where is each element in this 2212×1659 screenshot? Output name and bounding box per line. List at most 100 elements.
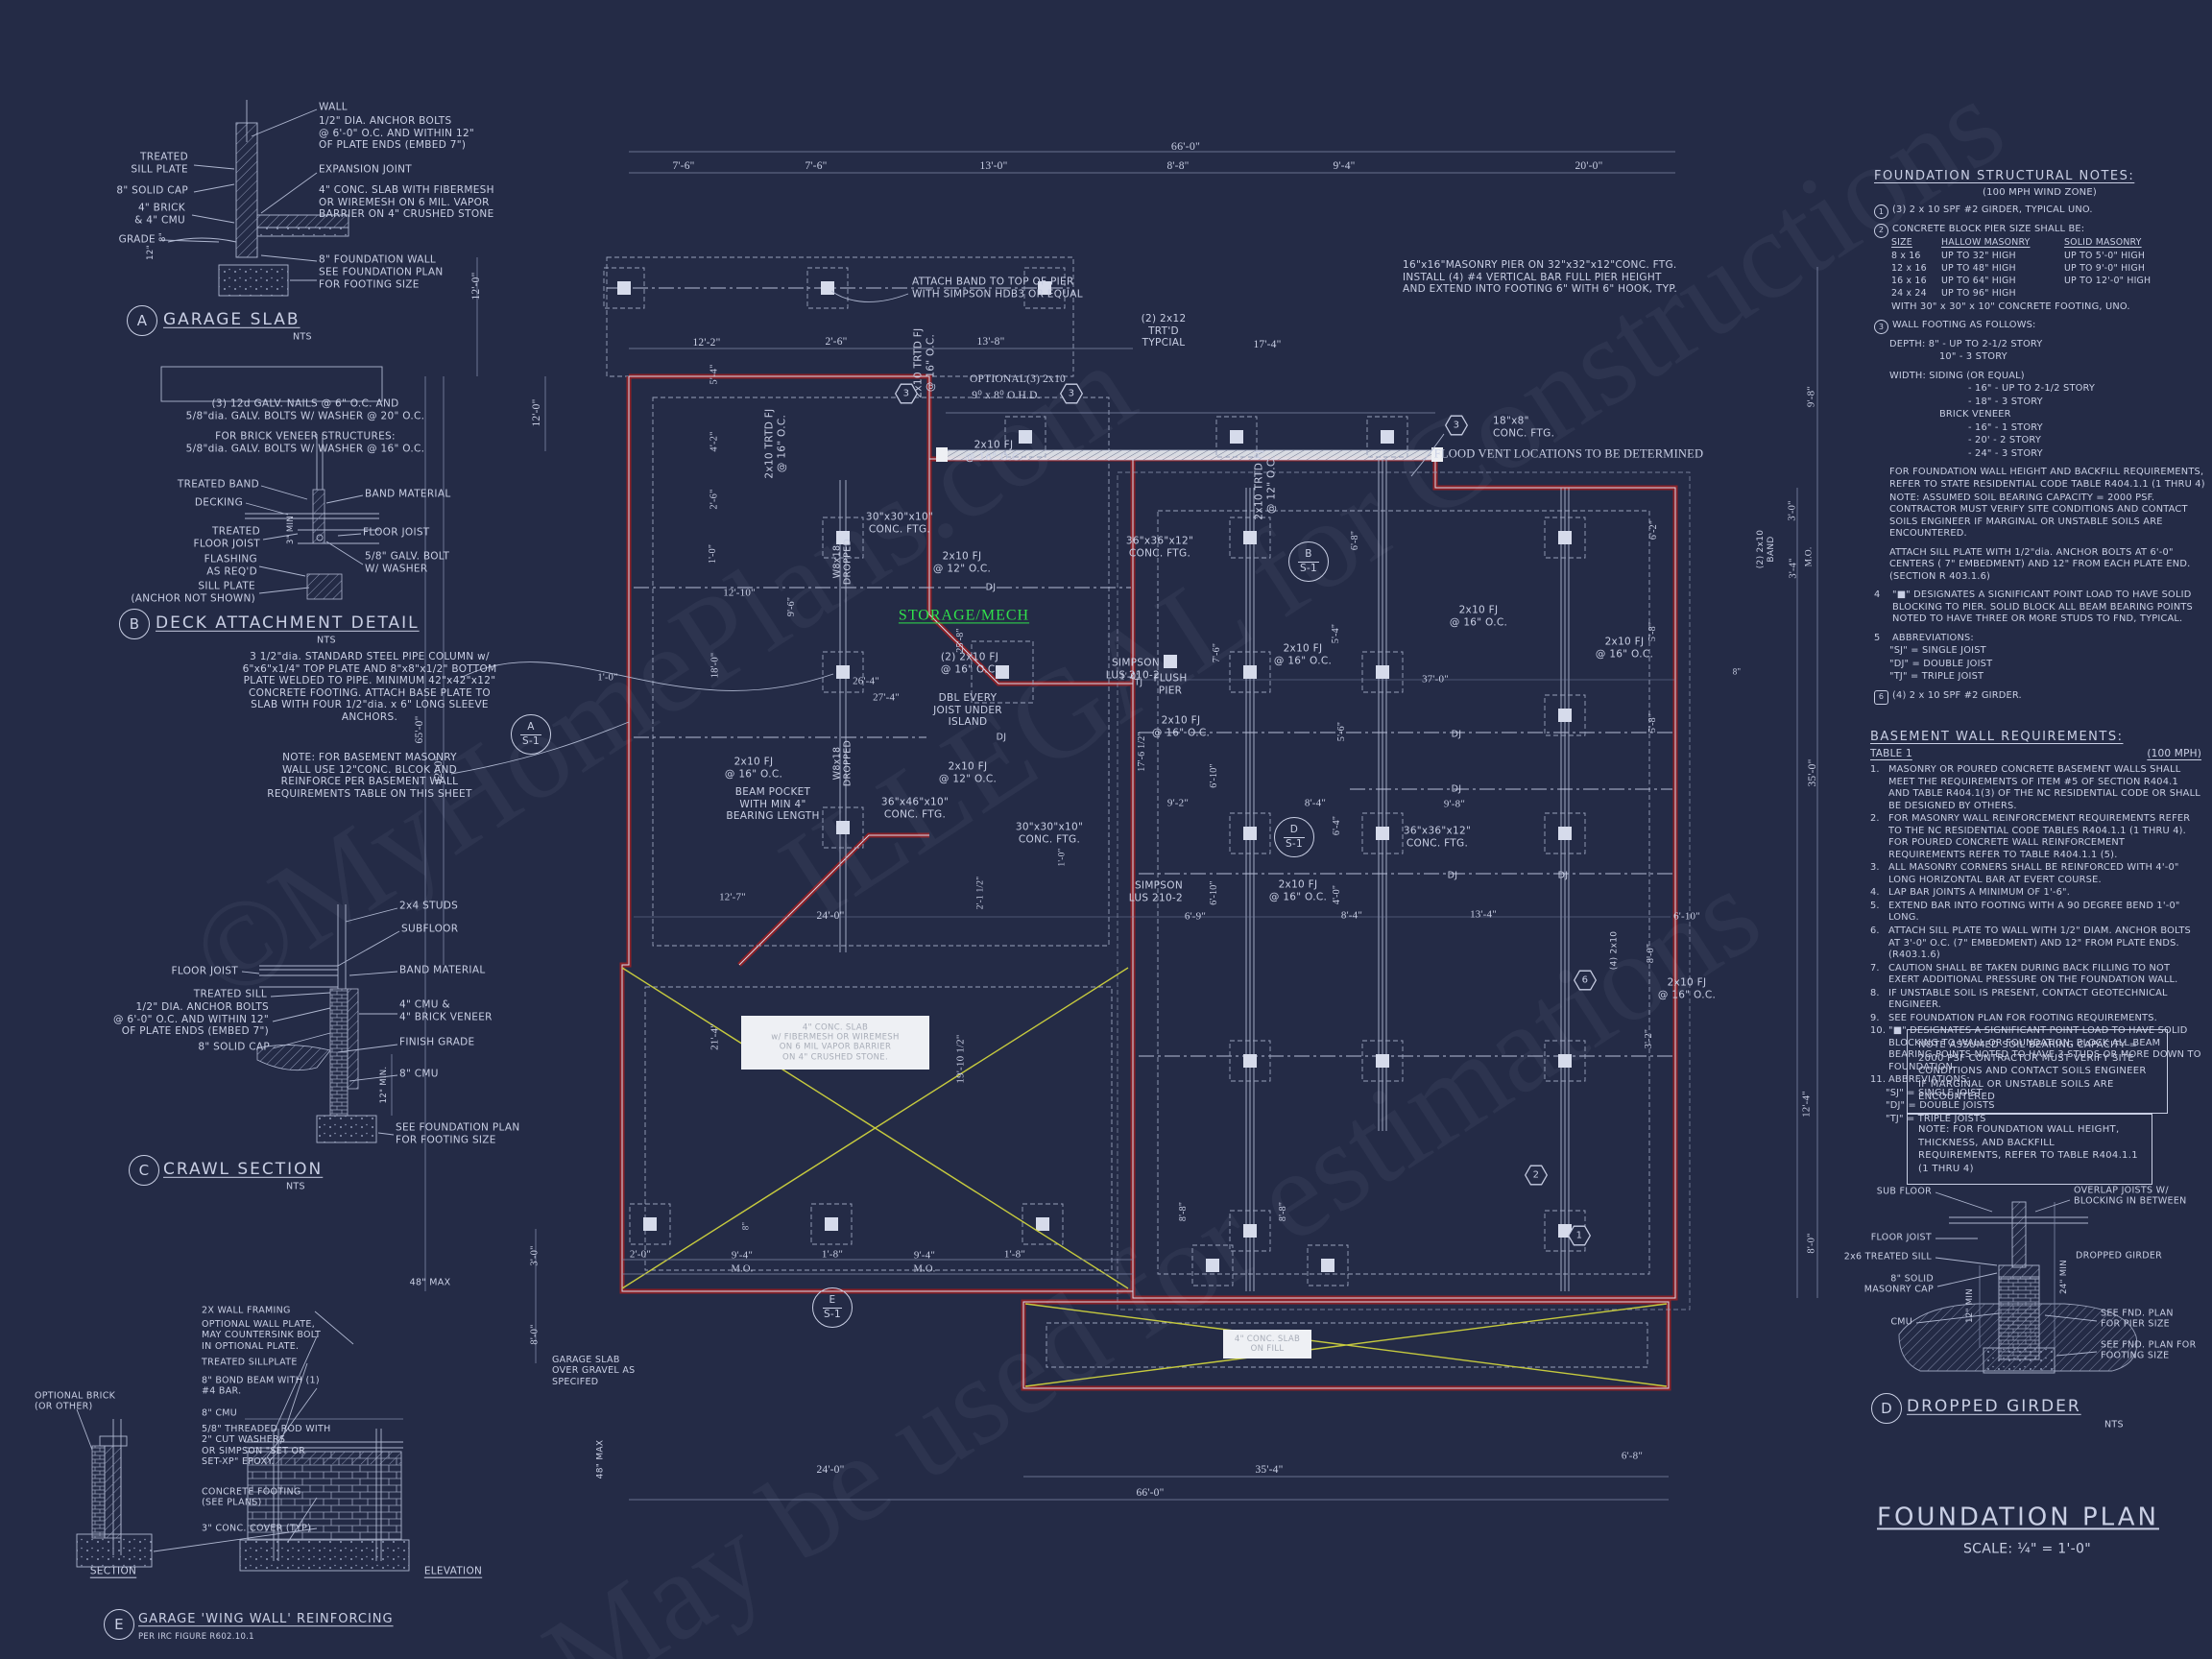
plan-label: 9'-2": [1166, 797, 1190, 809]
plan-label: 35'-0": [1807, 758, 1819, 787]
plan-label: 42'-0": [433, 756, 445, 784]
plan-label: 13'-4": [1470, 908, 1497, 921]
plan-label: 7'-6": [1212, 642, 1222, 663]
plan-label: 8'-8": [1178, 1201, 1189, 1222]
plan-label: 12" MIN: [1964, 1288, 1975, 1323]
plan-label: 8'-8": [1166, 160, 1190, 173]
plan-label: FLOOR JOIST: [363, 526, 430, 539]
plan-label: 8" SOLID CAP: [116, 184, 188, 197]
plan-label: 17'-4": [1253, 339, 1282, 351]
plan-label: 2x6 TREATED SILL: [1843, 1251, 1932, 1262]
plan-label: 2x10 TRTD FJ@ 12" O.C.: [1253, 449, 1277, 520]
plan-label: 2'-0": [629, 1248, 652, 1261]
plan-label: 2'-1 1/2": [975, 876, 986, 910]
note-marker: 4: [1874, 589, 1881, 601]
plan-label: 2x10 FJ@ 12" O.C.: [932, 550, 992, 574]
note-marker: 7.: [1870, 962, 1880, 974]
basement-wall-requirements: BASEMENT WALL REQUIREMENTS: TABLE 1 (100…: [1870, 730, 2201, 1126]
plan-label: 6'-8": [1621, 1450, 1644, 1462]
plan-label: 1'-8": [821, 1248, 844, 1261]
plan-label: 2'-6": [709, 489, 720, 510]
note-marker: 6.: [1870, 925, 1880, 936]
footing-callout-3: 3: [895, 383, 918, 404]
plan-label: 6'-8": [1350, 530, 1360, 551]
plan-label: 3'-2": [1644, 1028, 1654, 1049]
plan-label: 12'-10": [723, 587, 756, 599]
plan-label: 8" BOND BEAM WITH (1)#4 BAR.: [202, 1375, 320, 1397]
bwr-note-line: "SJ" = SINGLE JOIST: [1886, 1087, 1983, 1098]
plan-label: 8'-0": [1646, 943, 1656, 964]
plan-label: 8'-0": [1806, 1233, 1817, 1254]
plan-label: 5'-4": [1331, 623, 1341, 644]
bwr-note-line: 8.IF UNSTABLE SOIL IS PRESENT, CONTACT G…: [1870, 987, 2168, 1011]
plan-label: 5'-6": [1336, 721, 1347, 742]
plan-label: 12'-2": [692, 337, 721, 349]
plan-label: 8'-0": [529, 1324, 541, 1345]
plan-label: DJ: [996, 732, 1007, 743]
plan-label: WALL: [319, 101, 348, 113]
detail-title-crawl-section: CRAWL SECTION: [163, 1159, 324, 1179]
plan-label: DECKING: [194, 496, 243, 509]
plan-label: 8": [157, 232, 168, 242]
plan-label: 16"x16"MASONRY PIER ON 32"x32"x12"CONC. …: [1403, 259, 1677, 296]
plan-label: TJ: [1134, 678, 1143, 688]
bwr-note-line: 9.SEE FOUNDATION PLAN FOR FOOTING REQUIR…: [1870, 1012, 2157, 1023]
plan-label: NTS: [286, 1181, 305, 1192]
bwr-note-line: 2.FOR MASONRY WALL REINFORCEMENT REQUIRE…: [1870, 813, 2191, 860]
plan-label: 1'-8": [1003, 1248, 1026, 1261]
plan-label: 2x10 FJ@ 16" O.C.: [1151, 714, 1211, 738]
plan-label: EXPANSION JOINT: [319, 163, 412, 176]
detail-letter-d: D: [1871, 1393, 1902, 1424]
plan-label: 18"x8"CONC. FTG.: [1493, 415, 1555, 439]
plan-label: 8'-8": [1278, 1201, 1288, 1222]
plan-label: OVERLAP JOISTS W/BLOCKING IN BETWEEN: [2074, 1185, 2187, 1207]
plan-label: FINISH GRADE: [399, 1036, 475, 1048]
fsn-note-line: "TJ" = TRIPLE JOIST: [1889, 671, 1984, 683]
wall-height-note-box: NOTE: FOR FOUNDATION WALL HEIGHT, THICKN…: [1907, 1114, 2152, 1185]
plan-label: 66'-0": [1136, 1487, 1165, 1500]
plan-label: 8'-4": [1340, 909, 1363, 922]
detail-letter-b: B: [119, 609, 150, 639]
footing-callout-2: 2: [1525, 1165, 1548, 1186]
plan-label: M.O.: [1804, 546, 1815, 567]
note-marker: 3.: [1870, 862, 1880, 874]
detail-letter-e: E: [104, 1609, 134, 1640]
plan-label: 48" MAX: [595, 1439, 606, 1479]
plan-label: 30"x30"x10"CONC. FTG.: [1015, 821, 1084, 845]
plan-label: 1'-0": [597, 672, 618, 684]
plan-label: 6'-9": [1184, 910, 1207, 923]
plan-label: 2x10 FJ@ 16" O.C.: [964, 439, 1023, 463]
plan-label: NTS: [2104, 1419, 2124, 1431]
plan-label: SECTION: [89, 1565, 137, 1577]
plan-label: FLOOR JOIST: [171, 965, 238, 977]
fsn-note-line: FOR FOUNDATION WALL HEIGHT AND BACKFILL …: [1889, 467, 2205, 491]
plan-label: 8" CMU: [202, 1407, 238, 1419]
plan-label: NTS: [293, 331, 312, 343]
plan-label: 9'-4": [731, 1249, 754, 1262]
fsn-note-line: WITH 30" x 30" x 10" CONCRETE FOOTING, U…: [1891, 301, 2130, 312]
plan-label: 4" CMU &4" BRICK VENEER: [399, 998, 493, 1022]
fsn-note-line: ATTACH SILL PLATE WITH 1/2"dia. ANCHOR B…: [1889, 546, 2191, 582]
fsn-note-line: - 16" - 1 STORY: [1968, 421, 2043, 433]
bwr-note-line: "DJ" = DOUBLE JOISTS: [1886, 1100, 1995, 1112]
plan-label: 26'-4": [853, 675, 879, 687]
